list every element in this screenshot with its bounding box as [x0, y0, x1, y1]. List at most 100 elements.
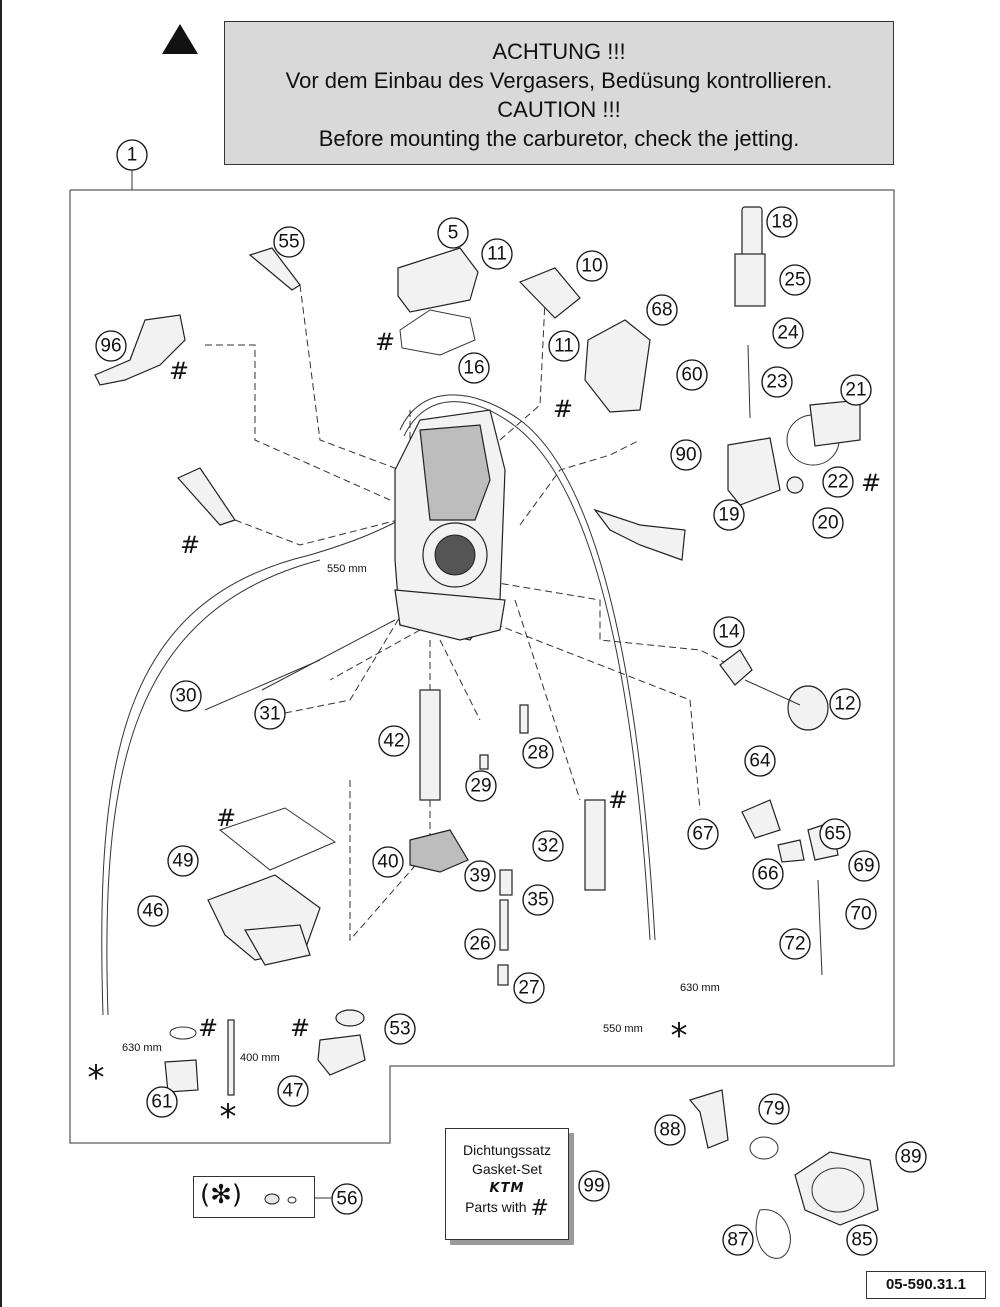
- callout-31: 31: [254, 698, 286, 730]
- gasket-set-box: Dichtungssatz Gasket-Set KTM Parts with …: [445, 1128, 569, 1240]
- callout-67: 67: [687, 818, 719, 850]
- star-legend-symbol: (✻): [200, 1180, 243, 1210]
- star-legend-box: (✻): [193, 1176, 315, 1218]
- svg-text:61: 61: [151, 1092, 172, 1113]
- throttle-cables: [101, 394, 656, 1016]
- svg-text:65: 65: [824, 824, 845, 845]
- callout-40: 40: [372, 846, 404, 878]
- callout-85: 85: [846, 1224, 878, 1256]
- svg-text:20: 20: [817, 513, 838, 534]
- svg-text:47: 47: [282, 1081, 303, 1102]
- callout-53: 53: [384, 1013, 416, 1045]
- svg-text:88: 88: [659, 1120, 680, 1141]
- linkage-parts: [518, 206, 861, 976]
- star-mark: *: [220, 1097, 237, 1137]
- svg-text:18: 18: [771, 212, 792, 233]
- callout-29: 29: [465, 770, 497, 802]
- callout-69: 69: [848, 850, 880, 882]
- caution-notice-box: ACHTUNG !!! Vor dem Einbau des Vergasers…: [224, 21, 894, 165]
- hash-mark: #: [861, 469, 881, 497]
- brand-logo: KTM: [489, 1181, 525, 1196]
- callout-61: 61: [146, 1086, 178, 1118]
- svg-text:1: 1: [127, 145, 138, 166]
- svg-text:55: 55: [278, 232, 299, 253]
- callout-46: 46: [137, 895, 169, 927]
- star-legend-parts: [264, 1193, 297, 1205]
- hash-mark: #: [198, 1014, 218, 1042]
- svg-text:29: 29: [470, 776, 491, 797]
- callout-72: 72: [779, 928, 811, 960]
- svg-text:27: 27: [518, 978, 539, 999]
- callout-60: 60: [676, 359, 708, 391]
- svg-text:42: 42: [383, 731, 404, 752]
- callout-12: 12: [829, 688, 861, 720]
- svg-text:24: 24: [777, 323, 799, 344]
- callout-21: 21: [840, 374, 872, 406]
- callout-14: 14: [713, 616, 745, 648]
- hash-mark: #: [216, 804, 236, 832]
- svg-text:26: 26: [469, 934, 490, 955]
- callout-96: 96: [95, 330, 127, 362]
- callout-87: 87: [722, 1224, 754, 1256]
- hash-mark: #: [530, 1195, 549, 1221]
- callout-11: 11: [548, 330, 580, 362]
- dimension-630-right: 630 mm: [680, 982, 720, 994]
- parts-with-label: Parts with: [465, 1199, 527, 1215]
- callout-19: 19: [713, 499, 745, 531]
- svg-text:16: 16: [463, 358, 484, 379]
- svg-text:5: 5: [448, 223, 459, 244]
- top-cover: [397, 247, 479, 356]
- svg-text:46: 46: [142, 901, 163, 922]
- gasket-set-marks: # # # # # # # # #: [169, 328, 881, 1042]
- hash-mark: #: [375, 328, 395, 356]
- svg-text:99: 99: [583, 1176, 604, 1197]
- callout-30: 30: [170, 680, 202, 712]
- svg-text:22: 22: [827, 472, 848, 493]
- svg-text:64: 64: [749, 751, 771, 772]
- dimension-630-left: 630 mm: [122, 1042, 162, 1054]
- float-bowl: [164, 807, 366, 1096]
- gasket-set-label-en: Gasket-Set: [471, 1161, 543, 1177]
- svg-text:21: 21: [845, 380, 866, 401]
- svg-text:31: 31: [259, 704, 280, 725]
- svg-text:56: 56: [336, 1189, 357, 1210]
- hash-mark: #: [180, 531, 200, 559]
- svg-text:69: 69: [853, 856, 874, 877]
- callout-18: 18: [766, 206, 798, 238]
- gasket-set-label-de: Dichtungssatz: [463, 1142, 551, 1158]
- left-parts: [94, 247, 396, 711]
- callout-79: 79: [758, 1093, 790, 1125]
- hash-mark: #: [290, 1014, 310, 1042]
- svg-text:10: 10: [581, 256, 602, 277]
- svg-text:11: 11: [487, 244, 507, 265]
- callout-49: 49: [167, 845, 199, 877]
- callout-39: 39: [464, 860, 496, 892]
- callout-23: 23: [761, 366, 793, 398]
- svg-text:35: 35: [527, 890, 548, 911]
- svg-text:14: 14: [718, 622, 740, 643]
- svg-text:85: 85: [851, 1230, 872, 1251]
- callout-28: 28: [522, 737, 554, 769]
- callout-11: 11: [481, 238, 513, 270]
- callout-10: 10: [576, 250, 608, 282]
- svg-text:90: 90: [675, 445, 696, 466]
- svg-text:28: 28: [527, 743, 548, 764]
- star-mark: *: [671, 1016, 688, 1056]
- callout-56: 56: [331, 1183, 363, 1215]
- callout-42: 42: [378, 725, 410, 757]
- svg-text:70: 70: [850, 904, 871, 925]
- svg-text:11: 11: [554, 336, 574, 357]
- svg-text:66: 66: [757, 864, 778, 885]
- hash-mark: #: [169, 357, 189, 385]
- star-legend-leader: [315, 1197, 333, 1199]
- svg-text:12: 12: [834, 694, 855, 715]
- dimension-550-right: 550 mm: [603, 1023, 643, 1035]
- callout-24: 24: [772, 317, 804, 349]
- warning-triangle-icon: [162, 24, 198, 54]
- diagram-part-code: 05-590.31.1: [866, 1271, 986, 1299]
- callout-27: 27: [513, 972, 545, 1004]
- svg-text:68: 68: [651, 300, 672, 321]
- svg-text:87: 87: [727, 1230, 748, 1251]
- svg-text:40: 40: [377, 852, 398, 873]
